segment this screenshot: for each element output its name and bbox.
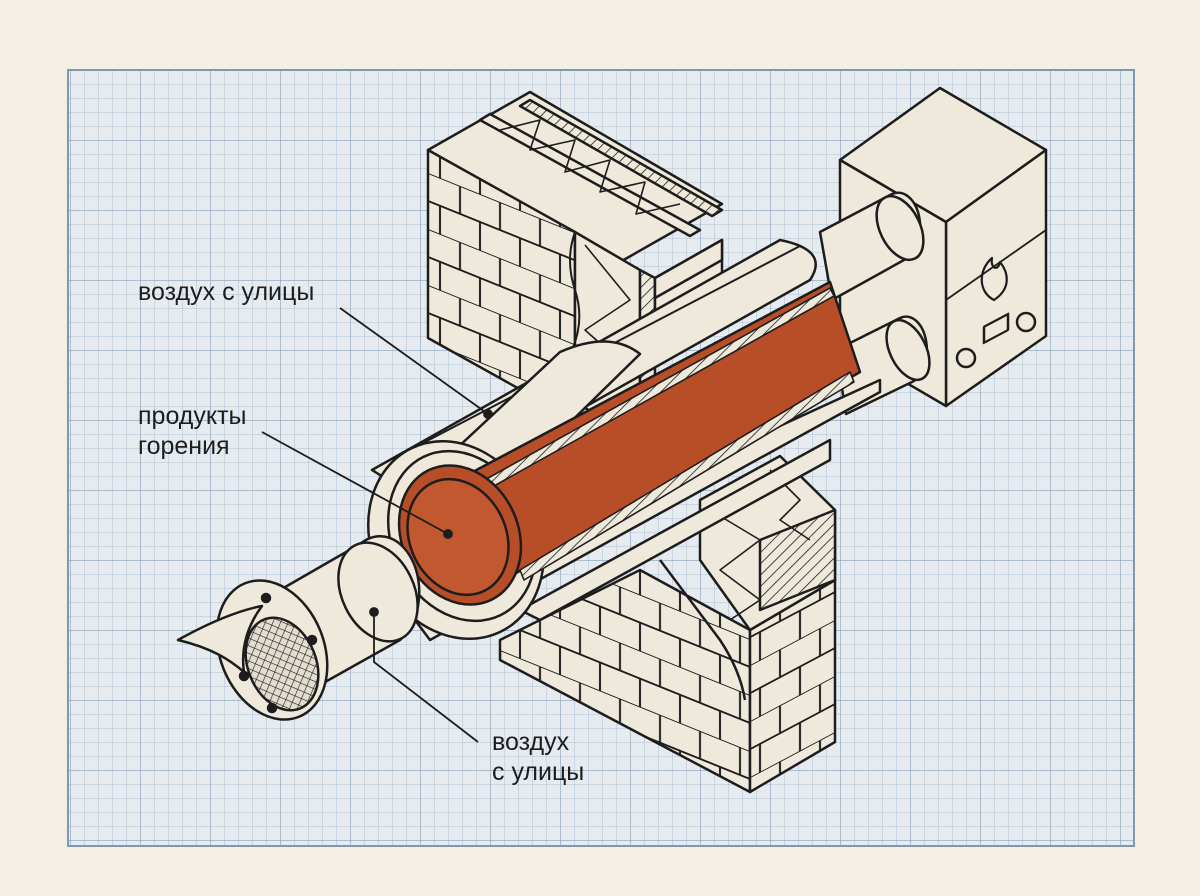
knob-icon — [1015, 311, 1037, 333]
label-combustion-products: продукты — [138, 402, 247, 430]
leader-top-air — [339, 307, 489, 415]
label-outdoor-air-top: воздух с улицы — [138, 278, 314, 306]
wall-lower — [498, 454, 837, 794]
boiler-display — [982, 312, 1010, 345]
flame-icon — [980, 256, 1008, 302]
knob-icon — [955, 347, 977, 369]
label-outdoor-air-bottom-2: с улицы — [492, 758, 584, 786]
inner-pipe-end-face — [406, 477, 510, 597]
boiler-connectors — [818, 191, 931, 416]
inner-pipe — [418, 280, 862, 602]
label-outdoor-air-bottom: воздух — [492, 728, 570, 756]
label-combustion-products-2: горения — [138, 432, 230, 460]
leader-combustion — [261, 431, 449, 535]
cut-wall-ribbon — [176, 604, 264, 674]
leader-bottom-air — [373, 612, 479, 743]
wall-upper — [426, 90, 724, 450]
